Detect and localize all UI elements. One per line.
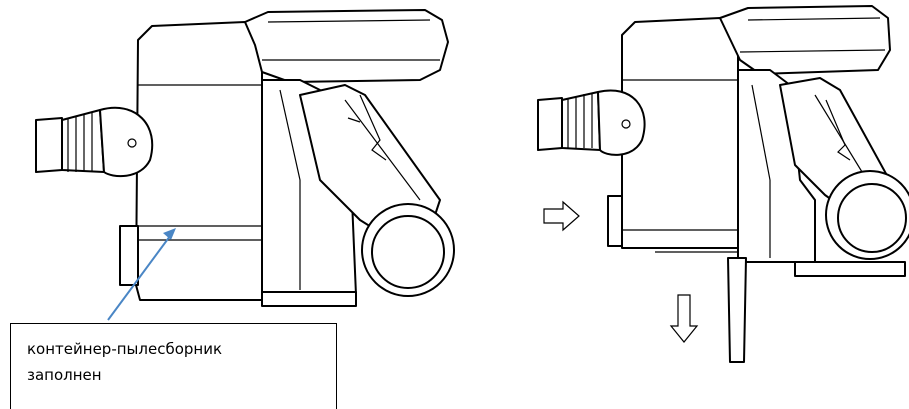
- right-opened-flap: [727, 257, 747, 363]
- left-base: [261, 291, 357, 307]
- left-side-nozzle: [35, 106, 154, 178]
- arrow-down-hollow: [669, 294, 699, 343]
- callout-line-1: контейнер-пылесборник: [27, 340, 223, 358]
- callout-box: контейнер-пылесборник заполнен: [10, 323, 337, 409]
- callout-line-2: заполнен: [27, 366, 102, 384]
- right-side-nozzle: [537, 89, 646, 156]
- arrow-right-hollow: [543, 200, 580, 232]
- right-base: [655, 251, 906, 277]
- left-handle: [244, 9, 449, 83]
- right-handle: [719, 5, 891, 75]
- left-vacuum-unit: [35, 9, 455, 307]
- left-wheel: [361, 203, 455, 297]
- leader-arrow: [107, 228, 176, 321]
- right-wheel: [825, 170, 909, 260]
- right-motor-housing: [737, 69, 816, 263]
- right-vacuum-unit: [537, 5, 909, 363]
